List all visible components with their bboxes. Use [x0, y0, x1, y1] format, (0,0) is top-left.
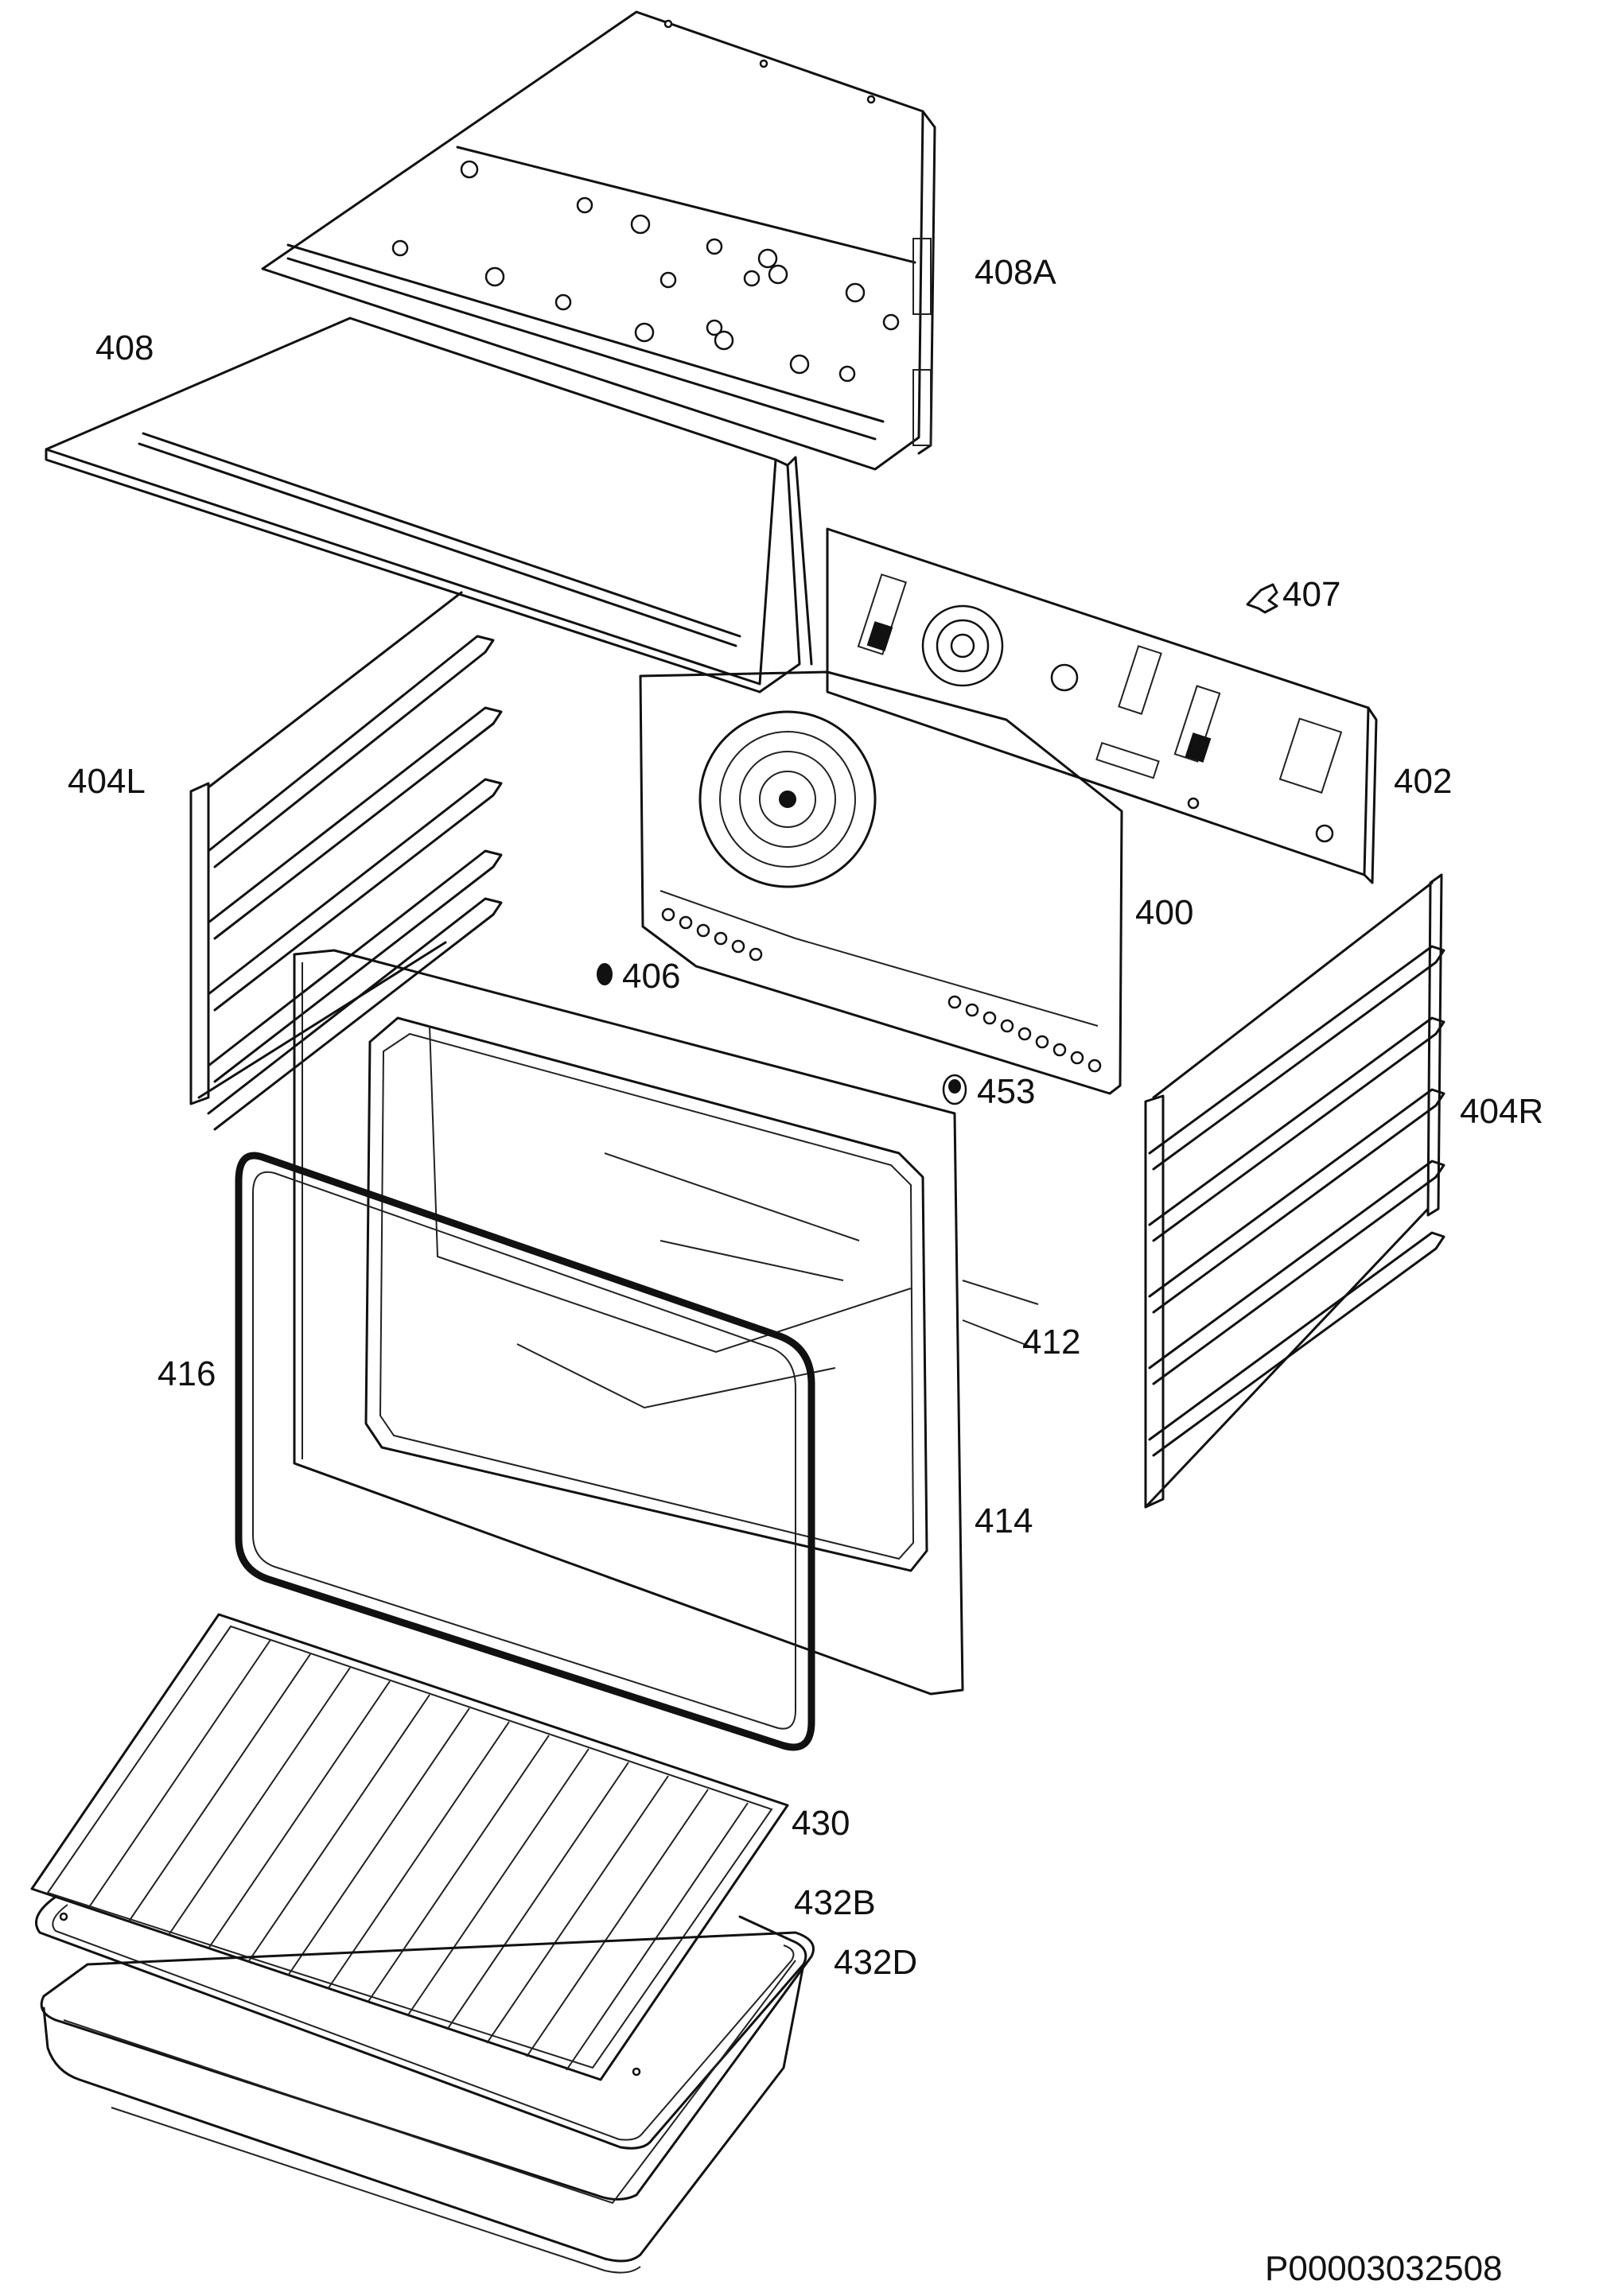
top-cover-holes: [391, 19, 900, 383]
label-402: 402: [1394, 762, 1452, 801]
part-400-back-liner: [639, 670, 1123, 1095]
label-407: 407: [1282, 575, 1340, 614]
label-406: 406: [622, 957, 680, 996]
part-408A-top-cover: [261, 10, 936, 471]
label-432B: 432B: [794, 1883, 876, 1922]
part-402-back-panel: [826, 527, 1378, 884]
part-432D-deep-tray: [40, 1931, 815, 2274]
wire-shelf-bars: [88, 1639, 749, 2071]
part-407-clip: [1246, 583, 1278, 614]
label-408A: 408A: [975, 253, 1056, 292]
label-404L: 404L: [68, 762, 146, 801]
part-404L-left-rack: [189, 591, 503, 1131]
part-414-front-frame: [293, 949, 1039, 1696]
part-416-door-gasket: [235, 1152, 815, 1751]
label-416: 416: [158, 1354, 216, 1393]
liner-vent-holes: [661, 907, 1102, 1073]
part-404R-right-rack: [1144, 873, 1445, 1509]
label-400: 400: [1135, 893, 1193, 932]
label-404R: 404R: [1460, 1092, 1543, 1131]
part-430-wire-shelf: [30, 1613, 789, 2081]
label-408: 408: [95, 328, 154, 367]
part-408-heat-shield: [45, 317, 813, 693]
part-406-screw: [597, 963, 613, 985]
drawing-code: P00003032508: [1265, 2249, 1503, 2288]
right-rack-rails: [1148, 945, 1445, 1457]
part-labels: 408A 408 407 402 404L 400 406 453 404R 4…: [68, 253, 1543, 2288]
part-432B-shallow-tray: [35, 1895, 807, 2150]
part-453-grommet: [942, 1074, 967, 1105]
label-432D: 432D: [834, 1943, 917, 1982]
label-412: 412: [1022, 1323, 1080, 1362]
left-rack-rails: [207, 635, 503, 1131]
label-430: 430: [792, 1804, 850, 1843]
label-453: 453: [977, 1072, 1035, 1111]
label-414: 414: [975, 1502, 1033, 1540]
